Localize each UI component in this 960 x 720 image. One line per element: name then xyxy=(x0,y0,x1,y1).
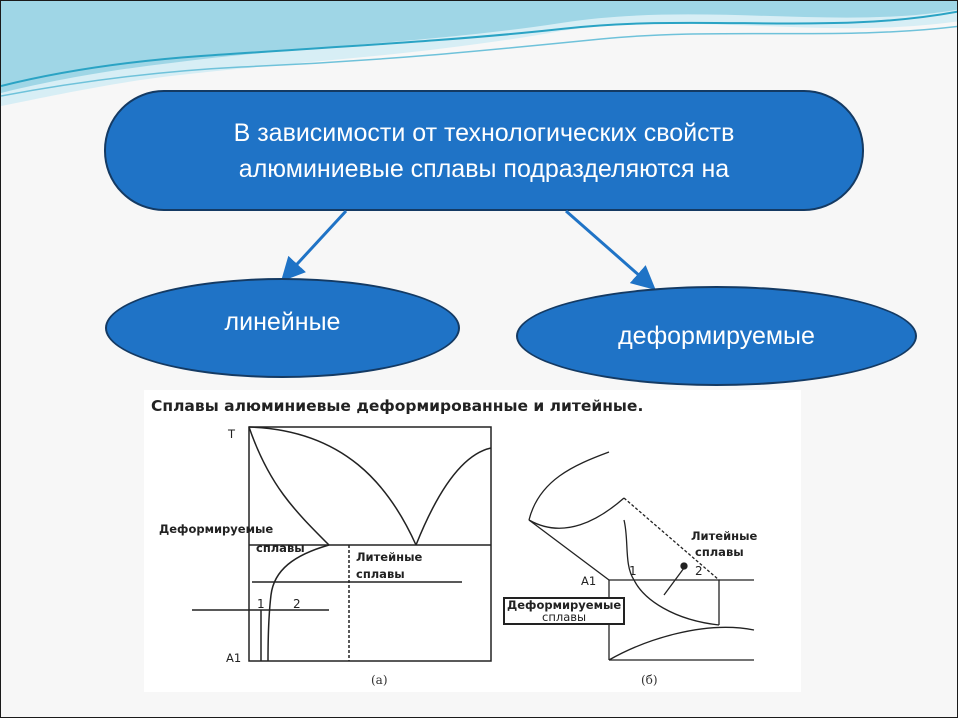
liquidus-surface xyxy=(528,451,610,521)
diagram-b-caption: (б) xyxy=(641,673,658,687)
diagram-b xyxy=(528,451,755,661)
diagram-a-cast-label-1: Литейные xyxy=(356,550,423,564)
main-topic-text: В зависимости от технологических свойств… xyxy=(234,115,735,187)
diagram-b-deform-label: Деформируемые сплавы xyxy=(503,597,626,625)
arrow-to-left xyxy=(280,209,348,282)
pointer-dot xyxy=(680,562,688,570)
diagram-a-region-2: 2 xyxy=(293,597,301,611)
diagram-b-deform-label-2: сплавы xyxy=(542,610,587,624)
main-topic-bubble: В зависимости от технологических свойств… xyxy=(104,90,864,211)
main-topic-line-2: алюминиевые сплавы подразделяются на xyxy=(238,154,730,183)
surface-edge-1 xyxy=(528,497,625,529)
diagram-a-region-1: 1 xyxy=(257,597,265,611)
base-curve xyxy=(608,626,755,661)
diagram-a-t-label: T xyxy=(228,427,236,441)
diagram-a-frame xyxy=(248,426,492,662)
decorative-waves xyxy=(1,1,957,106)
pointer-line xyxy=(663,567,685,596)
diagram-a-deform-label-1: Деформируемые xyxy=(159,522,274,536)
diagram-b-region-1: 1 xyxy=(629,564,637,578)
diagram-a-cast-label-2: сплавы xyxy=(356,567,405,581)
solvus-curve xyxy=(267,544,330,662)
diagram-b-cast-label-2: сплавы xyxy=(695,545,744,559)
arrow-to-right xyxy=(565,209,656,290)
liquidus-right xyxy=(415,447,492,546)
deformable-alloys-bubble: деформируемые xyxy=(516,286,917,386)
liquidus-left xyxy=(248,426,417,546)
linear-alloys-bubble: линейные xyxy=(105,278,460,378)
diagram-a-a1-label: A1 xyxy=(226,651,242,665)
depth-line xyxy=(623,497,720,581)
diagram-b-a1-label: A1 xyxy=(581,574,597,588)
figure-title: Сплавы алюминиевые деформированные и лит… xyxy=(151,397,644,415)
main-topic-line-1: В зависимости от технологических свойств xyxy=(233,118,735,147)
diagram-b-cast-label-1: Литейные xyxy=(691,529,758,543)
phase-diagram-drawing xyxy=(192,426,755,662)
diagram-a xyxy=(192,426,492,662)
deformable-alloys-label: деформируемые xyxy=(618,321,815,350)
solidus-upper xyxy=(248,426,330,546)
diagram-a-deform-label-2: сплавы xyxy=(256,541,305,555)
diagram-b-deform-label-1: Деформируемые xyxy=(507,598,622,612)
diagram-b-region-2: 2 xyxy=(695,564,703,578)
linear-alloys-label: линейные xyxy=(224,307,341,336)
surface-edge-2 xyxy=(528,519,610,581)
diagram-a-caption: (а) xyxy=(371,673,388,687)
